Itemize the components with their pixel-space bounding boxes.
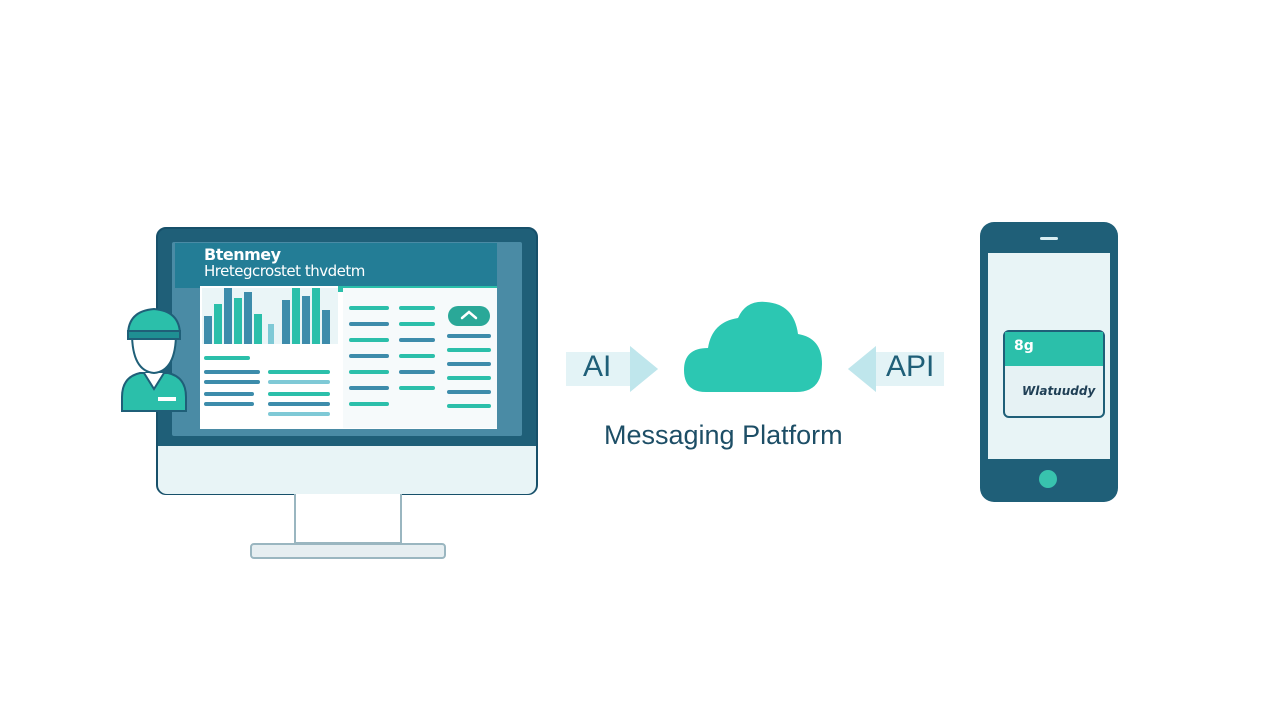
list-line — [447, 348, 491, 352]
dashboard-table — [200, 352, 338, 428]
chart-bar — [282, 300, 290, 344]
list-line — [447, 362, 491, 366]
dashboard-list-panel — [343, 288, 497, 428]
table-line — [268, 402, 330, 406]
list-line — [399, 322, 435, 326]
person-icon — [121, 307, 187, 412]
table-line — [268, 380, 330, 384]
api-label: API — [886, 350, 935, 383]
chart-bar — [254, 314, 262, 344]
list-line — [447, 334, 491, 338]
phone-speaker — [1040, 237, 1058, 240]
table-line — [268, 412, 330, 416]
messaging-platform-label: Messaging Platform — [604, 420, 843, 450]
list-line — [399, 306, 435, 310]
dashboard-status-pill — [448, 306, 490, 326]
chevron-up-icon — [460, 310, 478, 320]
list-line — [349, 402, 389, 406]
list-line — [447, 390, 491, 394]
chart-bar — [302, 296, 310, 344]
chart-bar — [224, 288, 232, 344]
list-line — [349, 386, 389, 390]
list-line — [399, 370, 435, 374]
home-button[interactable] — [1039, 470, 1057, 488]
dashboard-title: Btenmey — [204, 245, 281, 264]
chart-bar — [234, 298, 242, 344]
chart-bar — [214, 304, 222, 344]
cloud-icon — [684, 301, 822, 392]
table-line — [268, 370, 330, 374]
list-line — [399, 386, 435, 390]
list-line — [349, 354, 389, 358]
notification-header — [1005, 332, 1103, 366]
table-line — [268, 392, 330, 396]
dashboard-subtitle: Hretegcrostet thvdetm — [204, 262, 365, 280]
monitor-stand-neck — [294, 494, 402, 544]
chart-bar — [268, 324, 274, 344]
chart-bar — [244, 292, 252, 344]
list-line — [349, 322, 389, 326]
list-line — [447, 376, 491, 380]
dashboard-header — [175, 243, 497, 288]
notification-title: 8g — [1014, 338, 1034, 354]
dashboard-bar-chart — [202, 288, 338, 344]
ai-label: AI — [583, 350, 612, 383]
arrow-left-icon — [848, 346, 944, 392]
chart-bar — [292, 288, 300, 344]
table-line — [204, 402, 254, 406]
monitor-chin — [158, 446, 536, 494]
list-line — [349, 338, 389, 342]
list-line — [447, 404, 491, 408]
table-line — [204, 370, 260, 374]
monitor-stand-base — [250, 543, 446, 559]
table-line — [204, 356, 250, 360]
table-line — [204, 380, 260, 384]
notification-body: Wlatuuddy — [1022, 384, 1096, 398]
list-line — [399, 354, 435, 358]
list-line — [349, 306, 389, 310]
table-line — [204, 392, 254, 396]
chart-bar — [204, 316, 212, 344]
list-line — [399, 338, 435, 342]
chart-bar — [322, 310, 330, 344]
list-line — [349, 370, 389, 374]
chart-bar — [312, 288, 320, 344]
arrow-right-icon — [566, 346, 658, 392]
